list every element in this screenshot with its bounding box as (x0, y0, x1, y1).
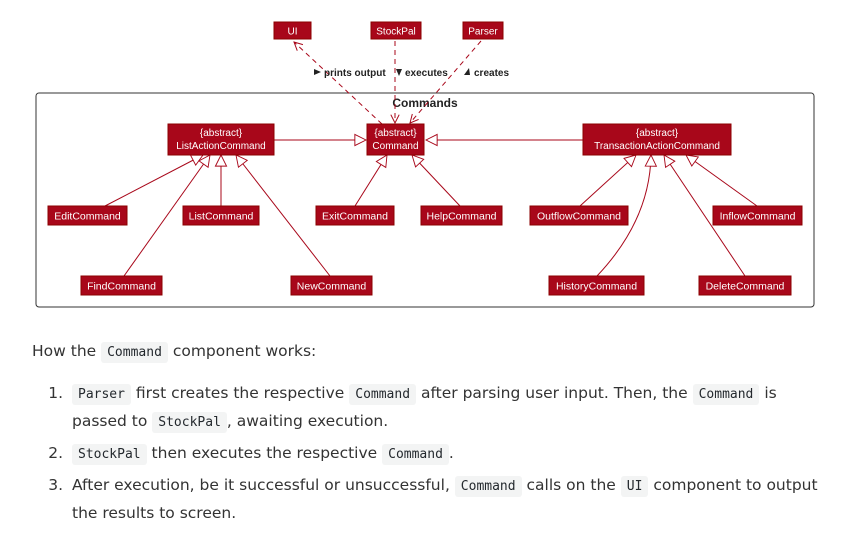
command-box: {abstract} Command (366, 123, 425, 156)
edge-edit-to-listaction (104, 155, 203, 207)
exitcommand-label: ExitCommand (322, 211, 388, 223)
stockpal-box: StockPal (370, 21, 422, 40)
inline-code: StockPal (72, 444, 147, 465)
listcommand-label: ListCommand (189, 211, 254, 223)
editcommand-label: EditCommand (54, 211, 121, 223)
inline-code: UI (620, 476, 649, 497)
helpcommand-label: HelpCommand (426, 211, 496, 223)
command-stereotype: {abstract} (374, 128, 417, 139)
edge-find-to-listaction (123, 155, 210, 277)
inline-code: Command (349, 384, 417, 405)
inline-code: StockPal (152, 412, 227, 433)
executes-arrow-icon (396, 69, 402, 76)
deletecommand-box: DeleteCommand (698, 275, 792, 296)
edge-inflow-to-transaction (686, 155, 758, 207)
edge-outflow-to-transaction (579, 155, 636, 207)
intro-paragraph: How the Command component works: (32, 338, 822, 366)
deletecommand-label: DeleteCommand (706, 281, 785, 293)
inflowcommand-label: InflowCommand (720, 211, 796, 223)
listcommand-box: ListCommand (182, 205, 260, 226)
creates-label: creates (474, 68, 509, 79)
listactioncommand-stereotype: {abstract} (200, 128, 243, 139)
editcommand-box: EditCommand (47, 205, 128, 226)
command-label: Command (372, 141, 418, 152)
historycommand-box: HistoryCommand (548, 275, 645, 296)
edge-labels: prints output executes creates (314, 68, 509, 79)
step-3: After execution, be it successful or uns… (68, 472, 822, 527)
parser-label: Parser (468, 27, 498, 38)
edge-history-to-transaction (596, 155, 651, 277)
helpcommand-box: HelpCommand (420, 205, 503, 226)
creates-arrow-icon (464, 68, 470, 75)
exitcommand-box: ExitCommand (315, 205, 395, 226)
newcommand-box: NewCommand (290, 275, 373, 296)
inline-code: Command (382, 444, 449, 465)
stockpal-label: StockPal (376, 27, 415, 38)
edge-exit-to-command (354, 155, 387, 207)
edge-help-to-command (412, 155, 461, 207)
transactionactioncommand-stereotype: {abstract} (636, 128, 679, 139)
historycommand-label: HistoryCommand (556, 281, 637, 293)
edge-delete-to-transaction (664, 155, 746, 277)
parser-box: Parser (462, 21, 504, 40)
steps-list: Parser first creates the respective Comm… (32, 380, 822, 527)
abstract-classes: {abstract} ListActionCommand {abstract} … (167, 123, 732, 156)
explanation-text: How the Command component works: Parser … (32, 338, 822, 531)
edge-parser-to-command (410, 40, 482, 123)
findcommand-label: FindCommand (87, 281, 156, 293)
ui-label: UI (288, 27, 298, 38)
outflowcommand-label: OutflowCommand (537, 211, 621, 223)
dependency-edges (294, 40, 482, 125)
inline-code: Parser (72, 384, 131, 405)
commands-package-label: Commands (392, 96, 458, 110)
step-2: StockPal then executes the respective Co… (68, 440, 822, 468)
ui-box: UI (273, 21, 312, 40)
transactionactioncommand-label: TransactionActionCommand (594, 141, 720, 152)
inline-code: Command (454, 476, 522, 497)
findcommand-box: FindCommand (80, 275, 163, 296)
listactioncommand-label: ListActionCommand (176, 141, 265, 152)
newcommand-label: NewCommand (297, 281, 367, 293)
command-class-diagram: Commands prints output executes creates (35, 21, 815, 308)
inline-code: Command (101, 342, 168, 363)
edge-new-to-listaction (236, 155, 331, 277)
inheritance-edges (104, 140, 758, 277)
prints-output-arrow-icon (314, 69, 321, 75)
edge-command-to-ui (294, 42, 383, 125)
commands-package-frame (35, 92, 815, 308)
transactionactioncommand-box: {abstract} TransactionActionCommand (582, 123, 732, 156)
step-1: Parser first creates the respective Comm… (68, 380, 822, 436)
listactioncommand-box: {abstract} ListActionCommand (167, 123, 275, 156)
outflowcommand-box: OutflowCommand (529, 205, 629, 226)
executes-label: executes (405, 68, 448, 79)
inline-code: Command (692, 384, 760, 405)
inflowcommand-box: InflowCommand (712, 205, 803, 226)
prints-output-label: prints output (324, 68, 386, 79)
concrete-classes: EditCommand ListCommand ExitCommand Help… (47, 205, 803, 296)
external-components: UI StockPal Parser (273, 21, 504, 40)
